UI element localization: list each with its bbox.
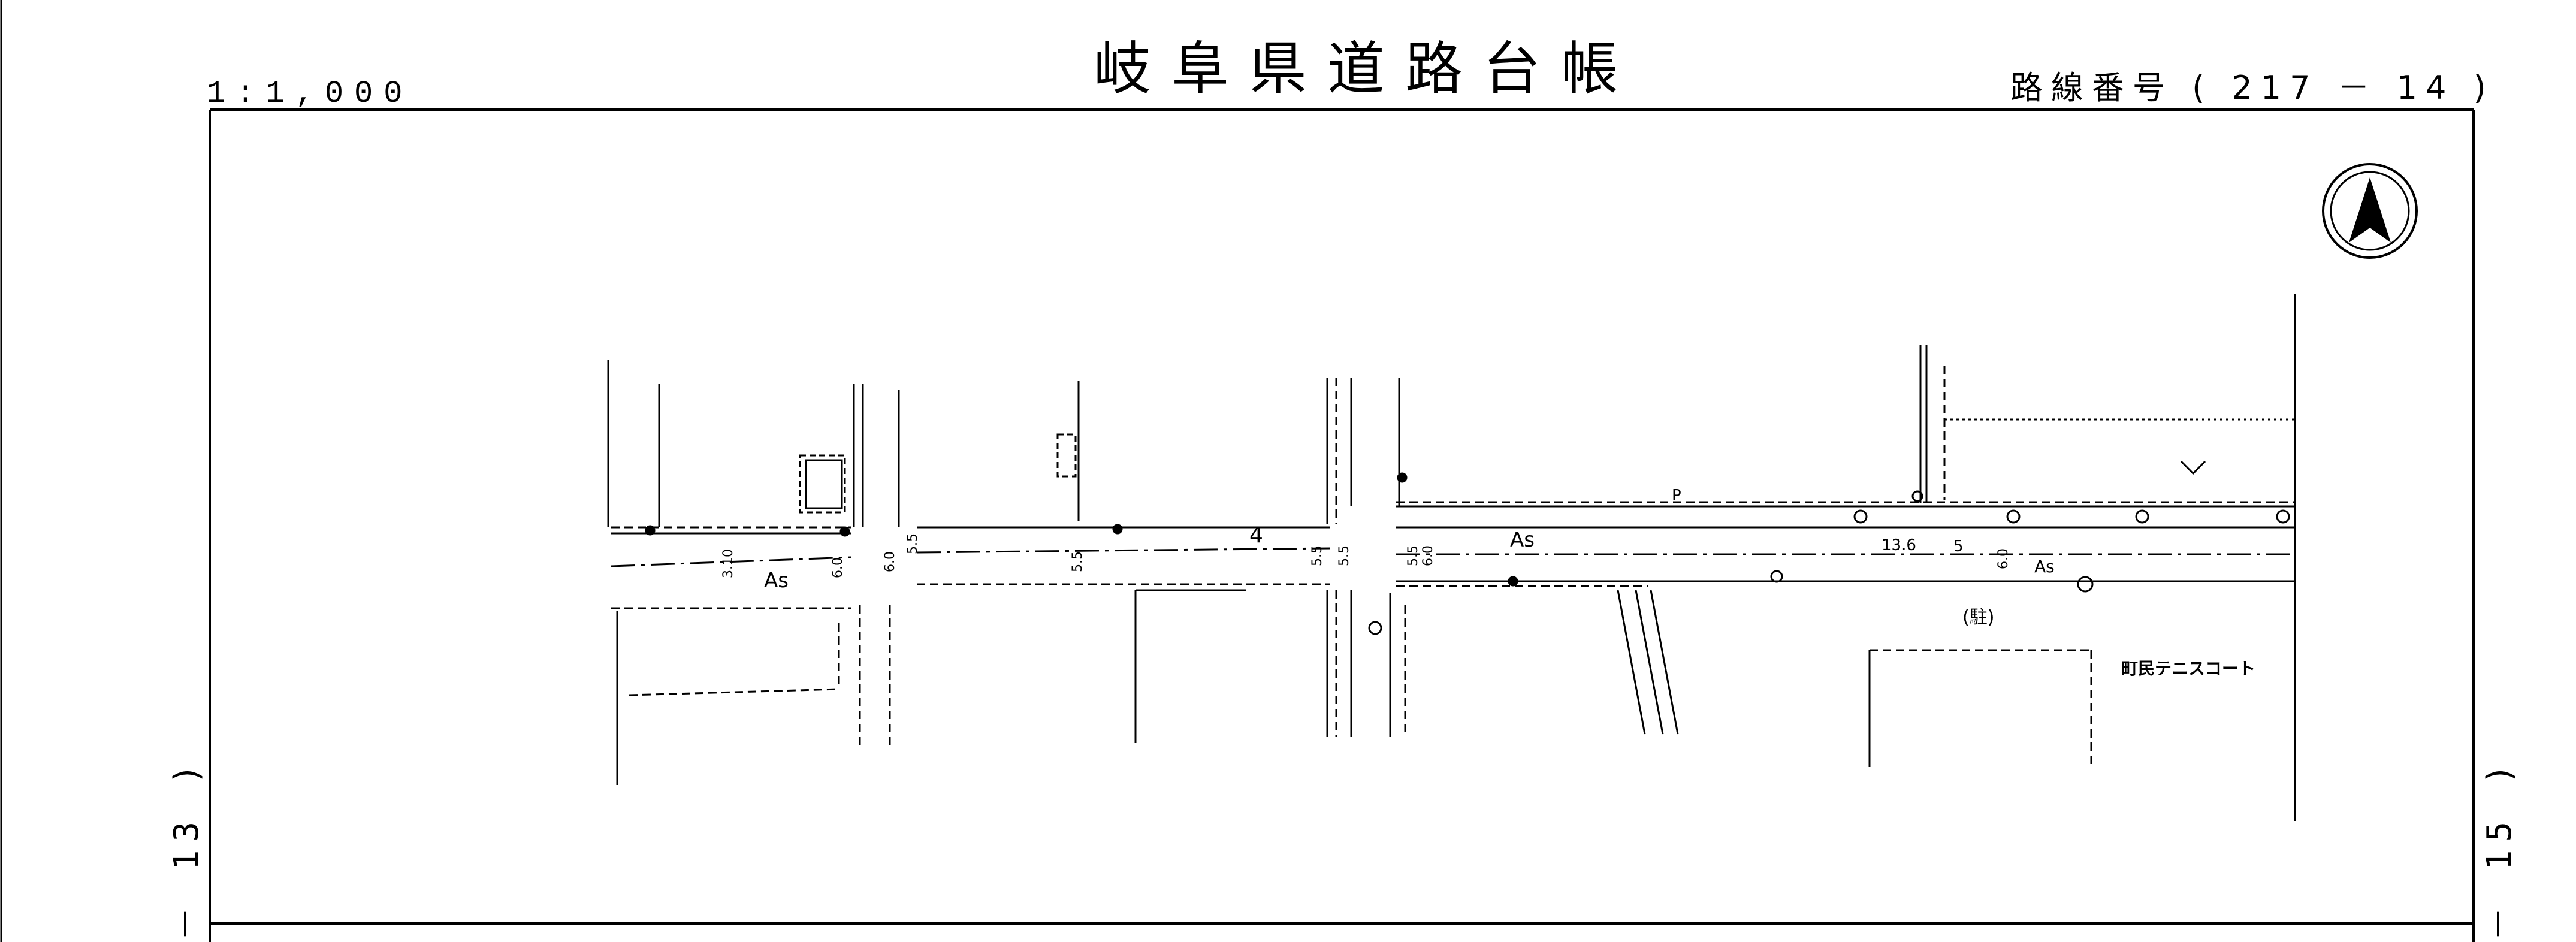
p-marker: P — [1672, 487, 1681, 505]
surface-label-as: As — [1510, 528, 1535, 552]
dimension-label: 6.0 — [831, 557, 845, 578]
road-map — [607, 294, 2296, 821]
map-frame — [209, 108, 2475, 942]
dimension-label: 13.6 — [1882, 536, 1916, 554]
dimension-label: 3.10 — [721, 549, 736, 578]
scale-label: 1:1,000 — [207, 76, 413, 111]
surface-label-as: As — [764, 569, 789, 593]
sheet-title: 岐阜県道路台帳 — [1094, 35, 1639, 102]
map-labels: As As As 4 (駐) 町民テニスコート P 13.6 5 3.10 6.… — [721, 487, 2255, 678]
dimension-label: 5.5 — [1070, 551, 1085, 572]
north-arrow-icon — [2322, 163, 2418, 259]
left-sheet-reference: － 13 ) — [167, 756, 206, 941]
right-sheet-reference: － 15 ) — [2480, 756, 2519, 941]
dimension-label: 5.5 — [1337, 545, 1352, 566]
route-number-label: 路線番号 ( 217 － 14 ) — [2010, 69, 2495, 107]
surface-label-as: As — [2034, 557, 2055, 576]
dimension-label: 6.0 — [1996, 548, 2011, 569]
dimension-label: 6.0 — [883, 551, 898, 572]
dimension-label: 5.5 — [1406, 545, 1421, 566]
dimension-label: 5 — [1953, 538, 1964, 555]
dimension-label: 5.5 — [1310, 545, 1325, 566]
dimension-label: 6.0 — [1421, 545, 1436, 566]
dimension-label: 5.5 — [905, 533, 920, 554]
tennis-court-label: 町民テニスコート — [2121, 659, 2255, 678]
parking-label: (駐) — [1962, 607, 1994, 628]
route-marker: 4 — [1249, 523, 1263, 548]
